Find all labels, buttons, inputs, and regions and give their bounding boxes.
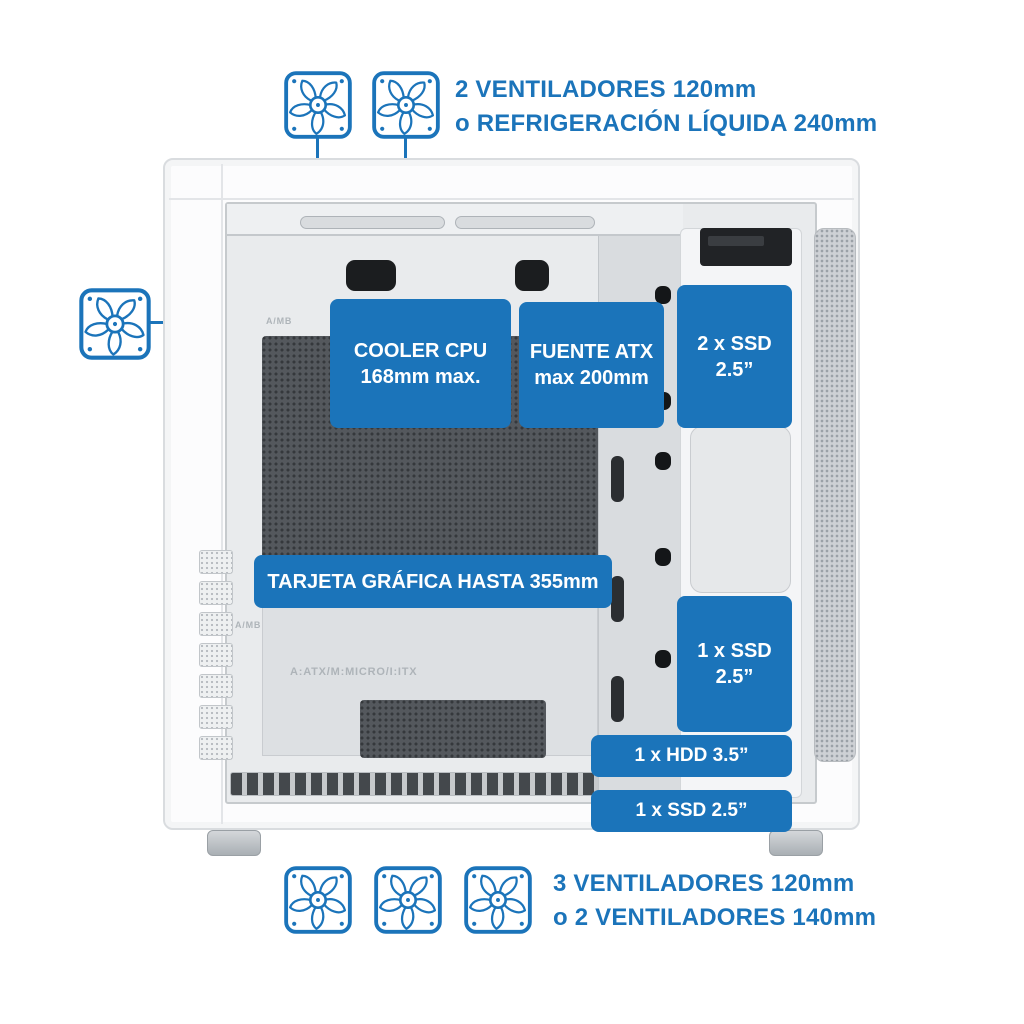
top-annotation-line2: o REFRIGERACIÓN LÍQUIDA 240mm	[455, 110, 878, 137]
label-ssd-dual: 2 x SSD 2.5”	[677, 285, 792, 428]
front-mesh-panel	[814, 228, 856, 762]
label-text: 1 x SSD 2.5”	[635, 799, 748, 821]
label-text: FUENTE ATX	[529, 341, 654, 363]
cable-slot	[611, 576, 624, 622]
cable-grommet	[655, 452, 671, 470]
case-foot	[207, 830, 261, 856]
cable-slot	[611, 456, 624, 502]
fan-icon	[374, 866, 442, 934]
io-module-detail	[708, 236, 764, 246]
expansion-slot	[199, 550, 233, 574]
fan-icon	[284, 866, 352, 934]
fan-icon	[464, 866, 532, 934]
label-gpu: TARJETA GRÁFICA HASTA 355mm	[254, 555, 612, 608]
bottom-vent	[230, 772, 600, 796]
label-cooler-cpu: COOLER CPU 168mm max.	[330, 299, 511, 428]
label-text: 1 x SSD	[697, 640, 772, 662]
top-annotation-line1: 2 VENTILADORES 120mm	[455, 76, 757, 103]
expansion-slot	[199, 581, 233, 605]
cable-grommet	[346, 260, 396, 291]
label-text: 168mm max.	[360, 365, 481, 388]
expansion-slot	[199, 736, 233, 760]
label-text: max 200mm	[534, 367, 649, 389]
expansion-slot	[199, 612, 233, 636]
radiator-slot	[455, 216, 595, 229]
label-ssd-bottom: 1 x SSD 2.5”	[591, 790, 792, 832]
case-top-seam	[169, 198, 854, 200]
label-hdd: 1 x HDD 3.5”	[591, 735, 792, 777]
label-text: COOLER CPU	[353, 339, 488, 362]
case-foot	[769, 830, 823, 856]
case-rear-seam	[221, 164, 223, 824]
fan-icon	[372, 71, 440, 139]
bottom-annotation-line1: 3 VENTILADORES 120mm	[553, 870, 855, 897]
cable-grommet	[655, 548, 671, 566]
cable-grommet	[655, 286, 671, 304]
expansion-slot	[199, 674, 233, 698]
expansion-slot	[199, 705, 233, 729]
label-text: 2.5”	[715, 358, 754, 381]
radiator-slot	[300, 216, 445, 229]
tray-marking: A/MB	[266, 316, 293, 326]
label-text: 1 x HDD 3.5”	[634, 744, 749, 766]
label-text: 2.5”	[715, 666, 754, 688]
io-module	[700, 228, 792, 266]
fan-icon	[284, 71, 352, 139]
tray-marking: A/MB	[235, 620, 262, 630]
tray-code-marking: A:ATX/M:MICRO/I:ITX	[290, 666, 418, 678]
label-text: 2 x SSD	[697, 332, 772, 355]
cable-grommet	[515, 260, 549, 291]
expansion-slot	[199, 643, 233, 667]
expansion-slots	[199, 550, 233, 768]
label-psu: FUENTE ATX max 200mm	[519, 302, 664, 428]
cable-grommet	[655, 650, 671, 668]
fan-icon	[78, 287, 152, 361]
drive-bay-recess	[690, 426, 791, 593]
cable-slot	[611, 676, 624, 722]
bottom-annotation-line2: o 2 VENTILADORES 140mm	[553, 904, 877, 931]
label-ssd-single: 1 x SSD 2.5”	[677, 596, 792, 732]
psu-area-mesh	[360, 700, 546, 758]
label-text: TARJETA GRÁFICA HASTA 355mm	[267, 570, 599, 593]
